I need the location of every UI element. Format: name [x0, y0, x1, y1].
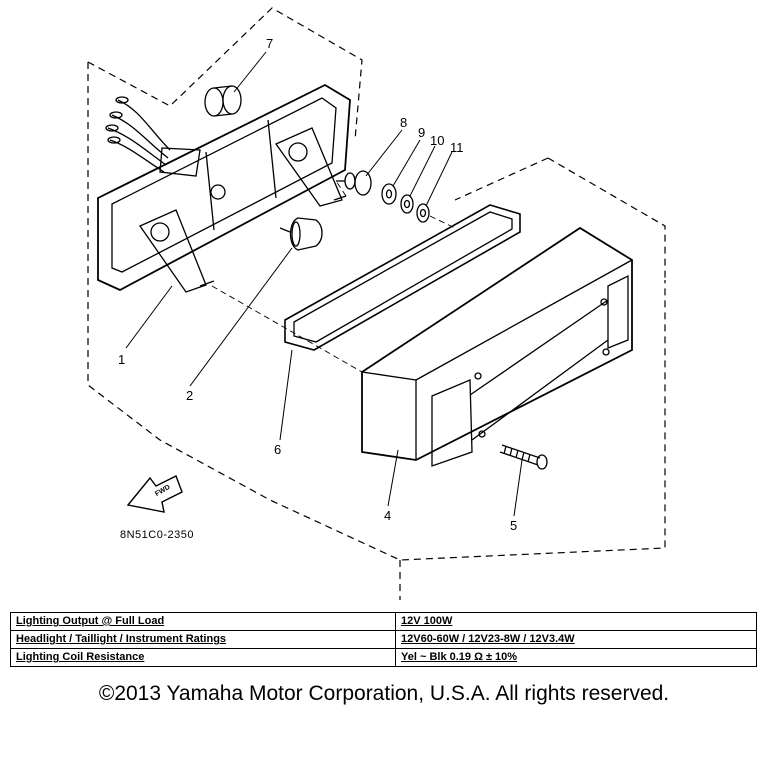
lamp-housing: [97, 83, 351, 293]
callout-9: 9: [418, 125, 425, 140]
callout-4: 4: [384, 508, 391, 523]
table-row: Headlight / Taillight / Instrument Ratin…: [10, 630, 757, 649]
forward-arrow-icon: [126, 475, 183, 513]
callout-7: 7: [266, 36, 273, 51]
projection-lines: [211, 180, 456, 373]
table-row: Lighting Coil Resistance Yel ~ Blk 0.19 …: [10, 648, 757, 667]
lens: [361, 226, 633, 467]
gasket: [284, 204, 521, 351]
grommet: [204, 85, 242, 117]
callout-8: 8: [400, 115, 407, 130]
leader-lines: [125, 51, 523, 517]
copyright-notice: ©2013 Yamaha Motor Corporation, U.S.A. A…: [98, 682, 670, 705]
spec-value: Yel ~ Blk 0.19 Ω ± 10%: [395, 648, 757, 667]
callout-labels: 1 2 6 4 5 7 8 9 10 11 8N51C0-2350 FWD: [118, 36, 517, 541]
spec-value: 12V60-60W / 12V23-8W / 12V3.4W: [395, 630, 757, 649]
callout-6: 6: [274, 442, 281, 457]
bulb: [279, 217, 323, 251]
callout-5: 5: [510, 518, 517, 533]
screw: [499, 444, 548, 470]
spec-value: 12V 100W: [395, 612, 757, 631]
spec-label: Headlight / Taillight / Instrument Ratin…: [10, 630, 396, 649]
table-row: Lighting Output @ Full Load 12V 100W: [10, 612, 757, 631]
callout-11: 11: [450, 140, 464, 155]
callout-1: 1: [118, 352, 125, 367]
callout-10: 10: [430, 133, 444, 148]
exploded-parts-diagram: 1 2 6 4 5 7 8 9 10 11 8N51C0-2350 FWD: [87, 7, 666, 600]
spec-label: Lighting Coil Resistance: [10, 648, 396, 667]
wire-harness: [105, 96, 201, 177]
figure-code: 8N51C0-2350: [120, 529, 194, 541]
lighting-spec-table: Lighting Output @ Full Load 12V 100W Hea…: [10, 612, 757, 667]
fastener-set: [336, 170, 430, 223]
assembly-outline: [87, 7, 666, 600]
callout-2: 2: [186, 388, 193, 403]
spec-label: Lighting Output @ Full Load: [10, 612, 396, 631]
